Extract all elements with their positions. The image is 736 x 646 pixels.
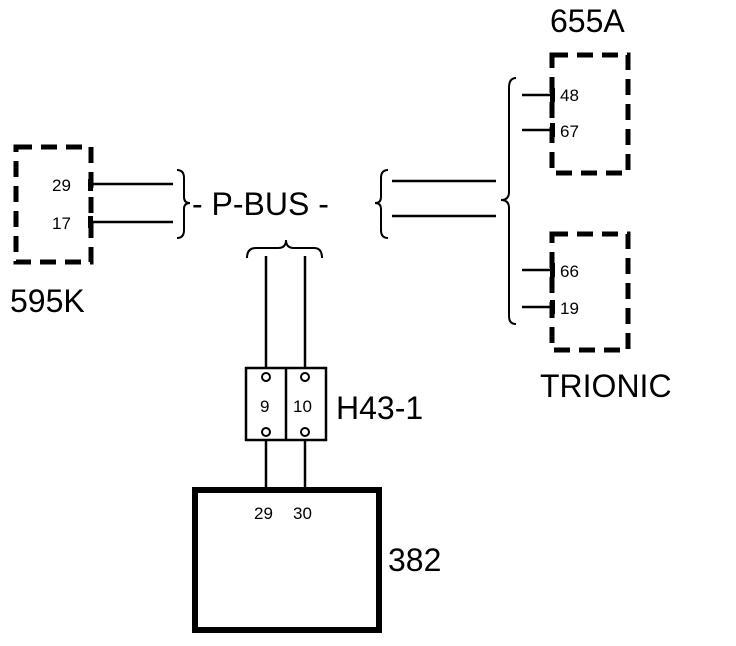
module-655a-outline — [549, 52, 631, 176]
module-655a: 48 67 655A — [522, 3, 631, 176]
pin-655a-67-terminal — [550, 123, 555, 137]
pin-655a-48-terminal — [550, 88, 555, 102]
pin-595k-17-terminal — [88, 216, 93, 228]
connector-h43-1: 9 10 H43-1 — [244, 366, 423, 442]
connector-label: H43-1 — [336, 390, 423, 426]
module-trionic: 66 19 TRIONIC — [522, 231, 672, 404]
pbus-label: - P-BUS - — [192, 186, 329, 222]
pin-595k-17-label: 17 — [52, 214, 71, 233]
pin-382-30-label: 30 — [293, 504, 312, 523]
module-595k-label: 595K — [10, 283, 85, 319]
module-trionic-label: TRIONIC — [540, 368, 672, 404]
pin-655a-67-label: 67 — [560, 122, 579, 141]
connector-pin-10-label: 10 — [293, 397, 312, 416]
wires-down — [264, 256, 307, 374]
brace-left — [176, 169, 191, 239]
module-382-label: 382 — [388, 542, 441, 578]
pin-655a-48-label: 48 — [560, 86, 579, 105]
brace-right — [374, 169, 389, 239]
connector-hole-10-top — [300, 372, 310, 382]
module-595k-outline — [13, 144, 94, 265]
pin-trionic-19-terminal — [550, 300, 555, 314]
connector-hole-9-top — [261, 372, 271, 382]
wires-595k — [93, 182, 173, 224]
module-382: 29 30 382 — [192, 487, 441, 633]
connector-hole-9-bottom — [261, 427, 271, 437]
pin-trionic-66-terminal — [550, 263, 555, 277]
pin-trionic-19-label: 19 — [560, 299, 579, 318]
wires-right — [392, 179, 496, 218]
pin-382-29-label: 29 — [254, 504, 273, 523]
brace-bottom — [246, 239, 323, 259]
pin-595k-29-label: 29 — [52, 176, 71, 195]
pin-trionic-66-label: 66 — [560, 262, 579, 281]
pin-595k-29-terminal — [88, 179, 93, 191]
wires-382 — [264, 440, 307, 490]
connector-pin-9-label: 9 — [260, 397, 269, 416]
module-trionic-outline — [549, 231, 631, 353]
connector-hole-10-bottom — [300, 427, 310, 437]
module-655a-label: 655A — [550, 3, 625, 39]
module-382-outline — [192, 487, 382, 633]
brace-modules — [500, 77, 517, 325]
module-595k: 29 17 595K — [10, 144, 94, 319]
